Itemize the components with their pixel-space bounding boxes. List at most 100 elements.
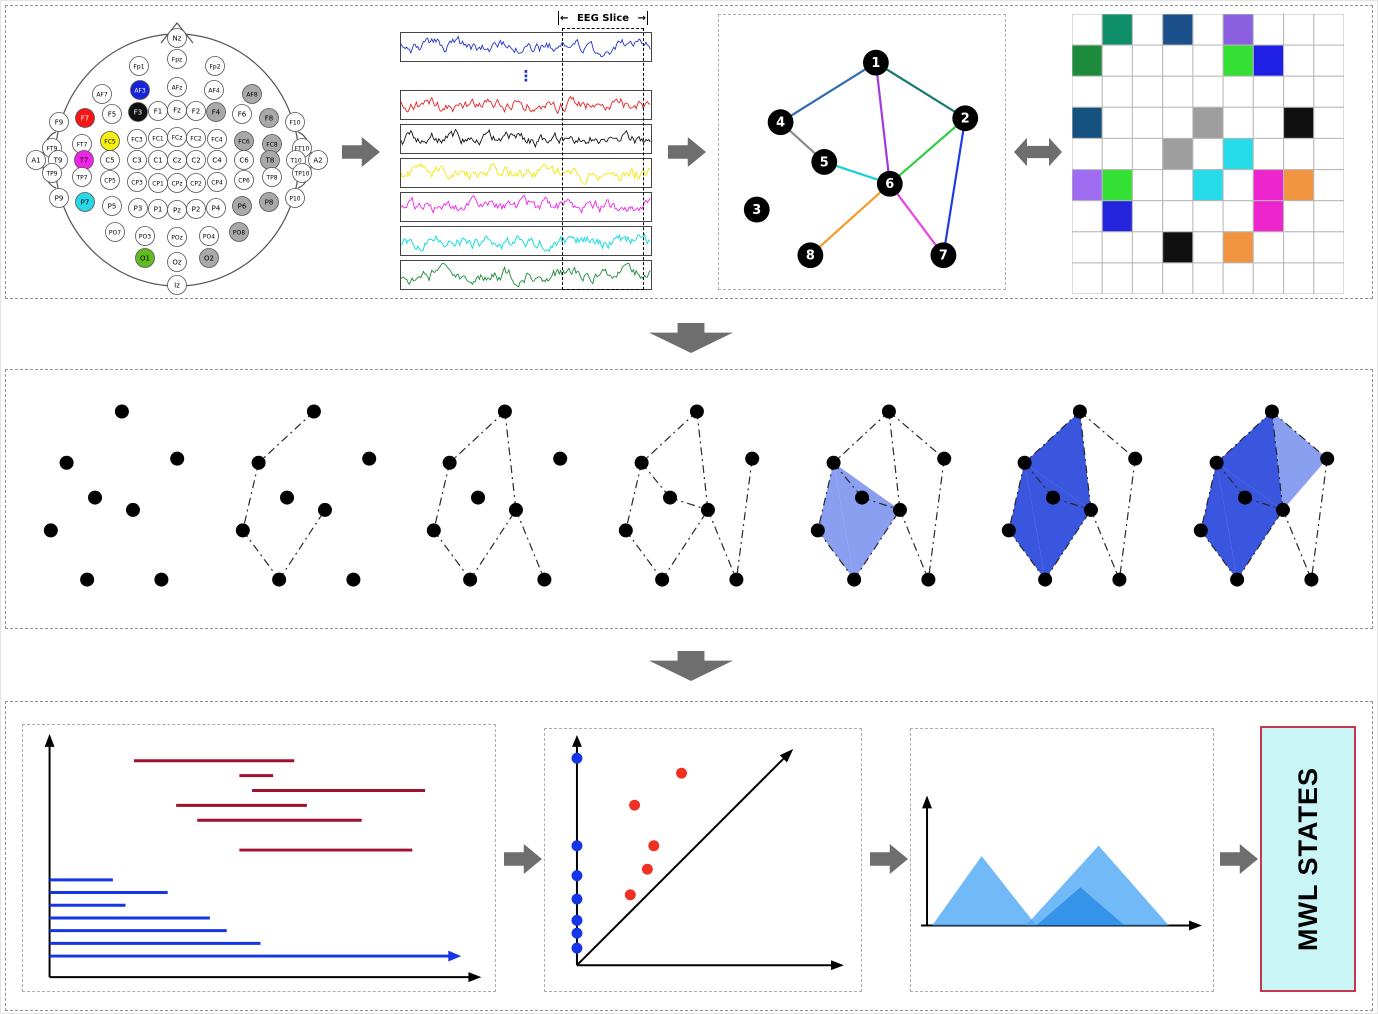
electrode-F4: F4 (206, 102, 226, 122)
mwl-states-label: MWL STATES (1292, 767, 1323, 951)
channels-ellipsis: ⋮ (518, 67, 534, 85)
eeg-slice-label: EEG Slice (576, 12, 630, 24)
matrix-cell-0-7 (1283, 14, 1315, 46)
filtration-point (1304, 572, 1319, 587)
filtration-stage-2 (235, 404, 376, 587)
electrode-Fz: Fz (167, 100, 187, 120)
matrix-cell-3-7 (1283, 106, 1315, 139)
filtration-edge (1024, 462, 1054, 498)
matrix-cell-0-8 (1313, 14, 1344, 46)
eeg-channel-5 (400, 192, 652, 222)
matrix-cell-7-3 (1162, 231, 1194, 264)
filtration-edge (696, 411, 709, 510)
filtration-point (114, 404, 129, 419)
filtration-point (1073, 404, 1088, 419)
filtration-edge (1044, 509, 1092, 580)
graph-edge-1-2 (875, 61, 966, 120)
matrix-cell-4-1 (1101, 137, 1133, 171)
eeg-channel-4 (400, 158, 652, 188)
filtration-edge (1008, 462, 1026, 531)
svg-text:F1: F1 (154, 107, 162, 115)
filtration-point (154, 572, 169, 587)
filtration-edge (241, 462, 259, 531)
matrix-cell-8-0 (1072, 262, 1103, 294)
electrode-AF7: AF7 (92, 84, 112, 104)
matrix-cell-5-4 (1192, 169, 1224, 202)
filtration-point (509, 502, 524, 517)
filtration-point (306, 404, 321, 419)
matrix-cell-2-8 (1313, 75, 1344, 108)
simplex-dark (1009, 462, 1046, 580)
filtration-edge (832, 411, 889, 464)
svg-text:PO3: PO3 (139, 233, 151, 240)
matrix-cell-7-7 (1283, 231, 1315, 264)
filtration-point (251, 455, 266, 470)
filtration-point (1084, 502, 1099, 517)
electrode-CPz: CPz (167, 173, 187, 193)
eeg-signals: ←EEG Slice→ ⋮ (398, 10, 660, 298)
svg-text:O2: O2 (204, 254, 214, 262)
matrix-cell-5-8 (1313, 169, 1344, 202)
filtration-edge (1216, 411, 1273, 464)
filtration-edge (433, 462, 451, 531)
filtration-edge (853, 509, 901, 580)
matrix-cell-1-6 (1252, 44, 1285, 77)
matrix-cell-6-4 (1192, 200, 1224, 233)
graph-edge-6-7 (888, 183, 945, 256)
electrode-F3: F3 (128, 102, 148, 122)
svg-text:Pz: Pz (173, 206, 181, 214)
graph-node-2: 2 (952, 105, 979, 132)
electrode-T7: T7 (74, 150, 94, 170)
filtration-point (271, 572, 286, 587)
svg-text:FC6: FC6 (238, 138, 250, 145)
svg-text:4: 4 (776, 116, 785, 131)
svg-text:5: 5 (820, 155, 829, 170)
svg-text:P4: P4 (212, 204, 221, 212)
simplex-dark (1024, 411, 1092, 510)
svg-text:2: 2 (961, 112, 970, 127)
svg-text:F10: F10 (289, 119, 300, 126)
filtration-point (59, 455, 74, 470)
matrix-cell-1-2 (1131, 44, 1164, 77)
simplex-dark (1216, 462, 1284, 580)
matrix-cell-7-6 (1252, 231, 1285, 264)
electrode-P2: P2 (186, 199, 206, 219)
matrix-cell-1-4 (1192, 44, 1224, 77)
filtration-point (655, 572, 670, 587)
filtration-edge (1200, 462, 1218, 531)
simplex-light (1271, 411, 1328, 510)
svg-text:7: 7 (939, 249, 948, 264)
graph-node-6: 6 (876, 170, 903, 197)
electrode-CP5: CP5 (100, 170, 120, 190)
filtration-point (498, 404, 513, 419)
electrode-AF4: AF4 (204, 80, 224, 100)
svg-text:Oz: Oz (172, 258, 182, 266)
filtration-point (1276, 502, 1291, 517)
svg-text:T7: T7 (79, 156, 89, 164)
svg-text:F2: F2 (192, 107, 200, 115)
svg-text:P8: P8 (265, 198, 274, 206)
graph-node-3: 3 (743, 196, 770, 223)
h0-point (571, 752, 583, 764)
simplex-light (833, 462, 900, 580)
matrix-cell-8-3 (1162, 262, 1194, 294)
h0-point (571, 914, 583, 926)
svg-text:6: 6 (885, 177, 894, 192)
filtration-point (826, 455, 841, 470)
matrix-cell-1-5 (1222, 44, 1254, 77)
svg-text:C5: C5 (105, 156, 114, 164)
matrix-cell-7-2 (1131, 231, 1164, 264)
svg-text:CP6: CP6 (238, 177, 250, 184)
filtration-point (689, 404, 704, 419)
electrode-Iz: Iz (167, 275, 187, 295)
persistence-barcode-box (22, 724, 496, 992)
matrix-cell-3-5 (1222, 106, 1254, 139)
svg-text:C3: C3 (132, 156, 141, 164)
electrode-FCz: FCz (167, 127, 187, 147)
persistence-landscape (921, 795, 1202, 931)
matrix-cell-2-0 (1072, 75, 1103, 108)
matrix-cell-4-3 (1162, 137, 1194, 171)
right-arrow-icon: → (637, 12, 646, 24)
filtration-edge (515, 509, 546, 580)
